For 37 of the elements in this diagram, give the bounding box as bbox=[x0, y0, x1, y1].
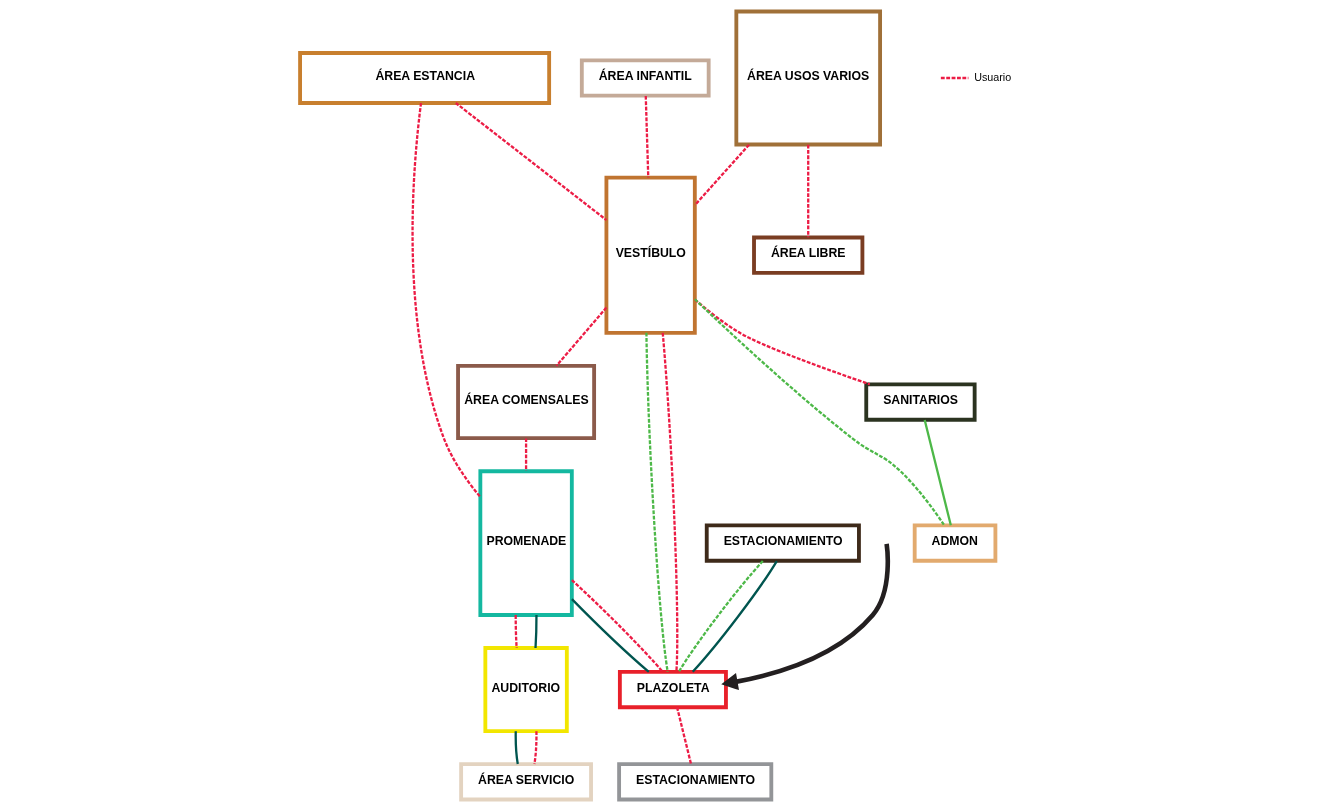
connector bbox=[571, 579, 664, 673]
node-box: VESTÍBULO bbox=[604, 175, 697, 335]
node-box: ESTACIONAMIENTO bbox=[704, 523, 861, 563]
connector bbox=[807, 144, 810, 238]
connector bbox=[524, 438, 528, 471]
connector bbox=[644, 95, 650, 178]
connector bbox=[555, 306, 608, 367]
node-box: ÁREA ESTANCIA bbox=[298, 51, 552, 105]
connector bbox=[514, 615, 518, 649]
connector bbox=[661, 332, 679, 672]
node-box: ESTACIONAMIENTO bbox=[617, 762, 774, 802]
connector bbox=[571, 598, 650, 673]
connector bbox=[691, 560, 778, 673]
node-box: ÁREA INFANTIL bbox=[579, 58, 711, 98]
connector bbox=[455, 102, 608, 221]
connector bbox=[534, 615, 538, 649]
legend-label: Usuario bbox=[974, 70, 1012, 83]
node-box: ADMON bbox=[912, 523, 998, 563]
connector bbox=[694, 298, 871, 386]
connector bbox=[411, 103, 482, 498]
node-box: ÁREA SERVICIO bbox=[459, 762, 593, 802]
node-box: SANITARIOS bbox=[864, 382, 977, 422]
connector bbox=[645, 332, 669, 672]
connector bbox=[675, 707, 693, 765]
connector bbox=[514, 731, 519, 765]
connector bbox=[694, 298, 946, 526]
node-box: PLAZOLETA bbox=[617, 669, 728, 710]
node-box: ÁREA LIBRE bbox=[752, 235, 865, 275]
connector bbox=[677, 560, 764, 673]
node-box: ÁREA COMENSALES bbox=[456, 364, 597, 441]
connector bbox=[694, 143, 750, 206]
connector bbox=[533, 731, 538, 765]
node-box: AUDITORIO bbox=[483, 646, 569, 733]
node-box: PROMENADE bbox=[478, 469, 574, 617]
node-box: ÁREA USOS VARIOS bbox=[734, 9, 882, 147]
connector bbox=[923, 419, 952, 526]
arrow bbox=[721, 543, 891, 691]
